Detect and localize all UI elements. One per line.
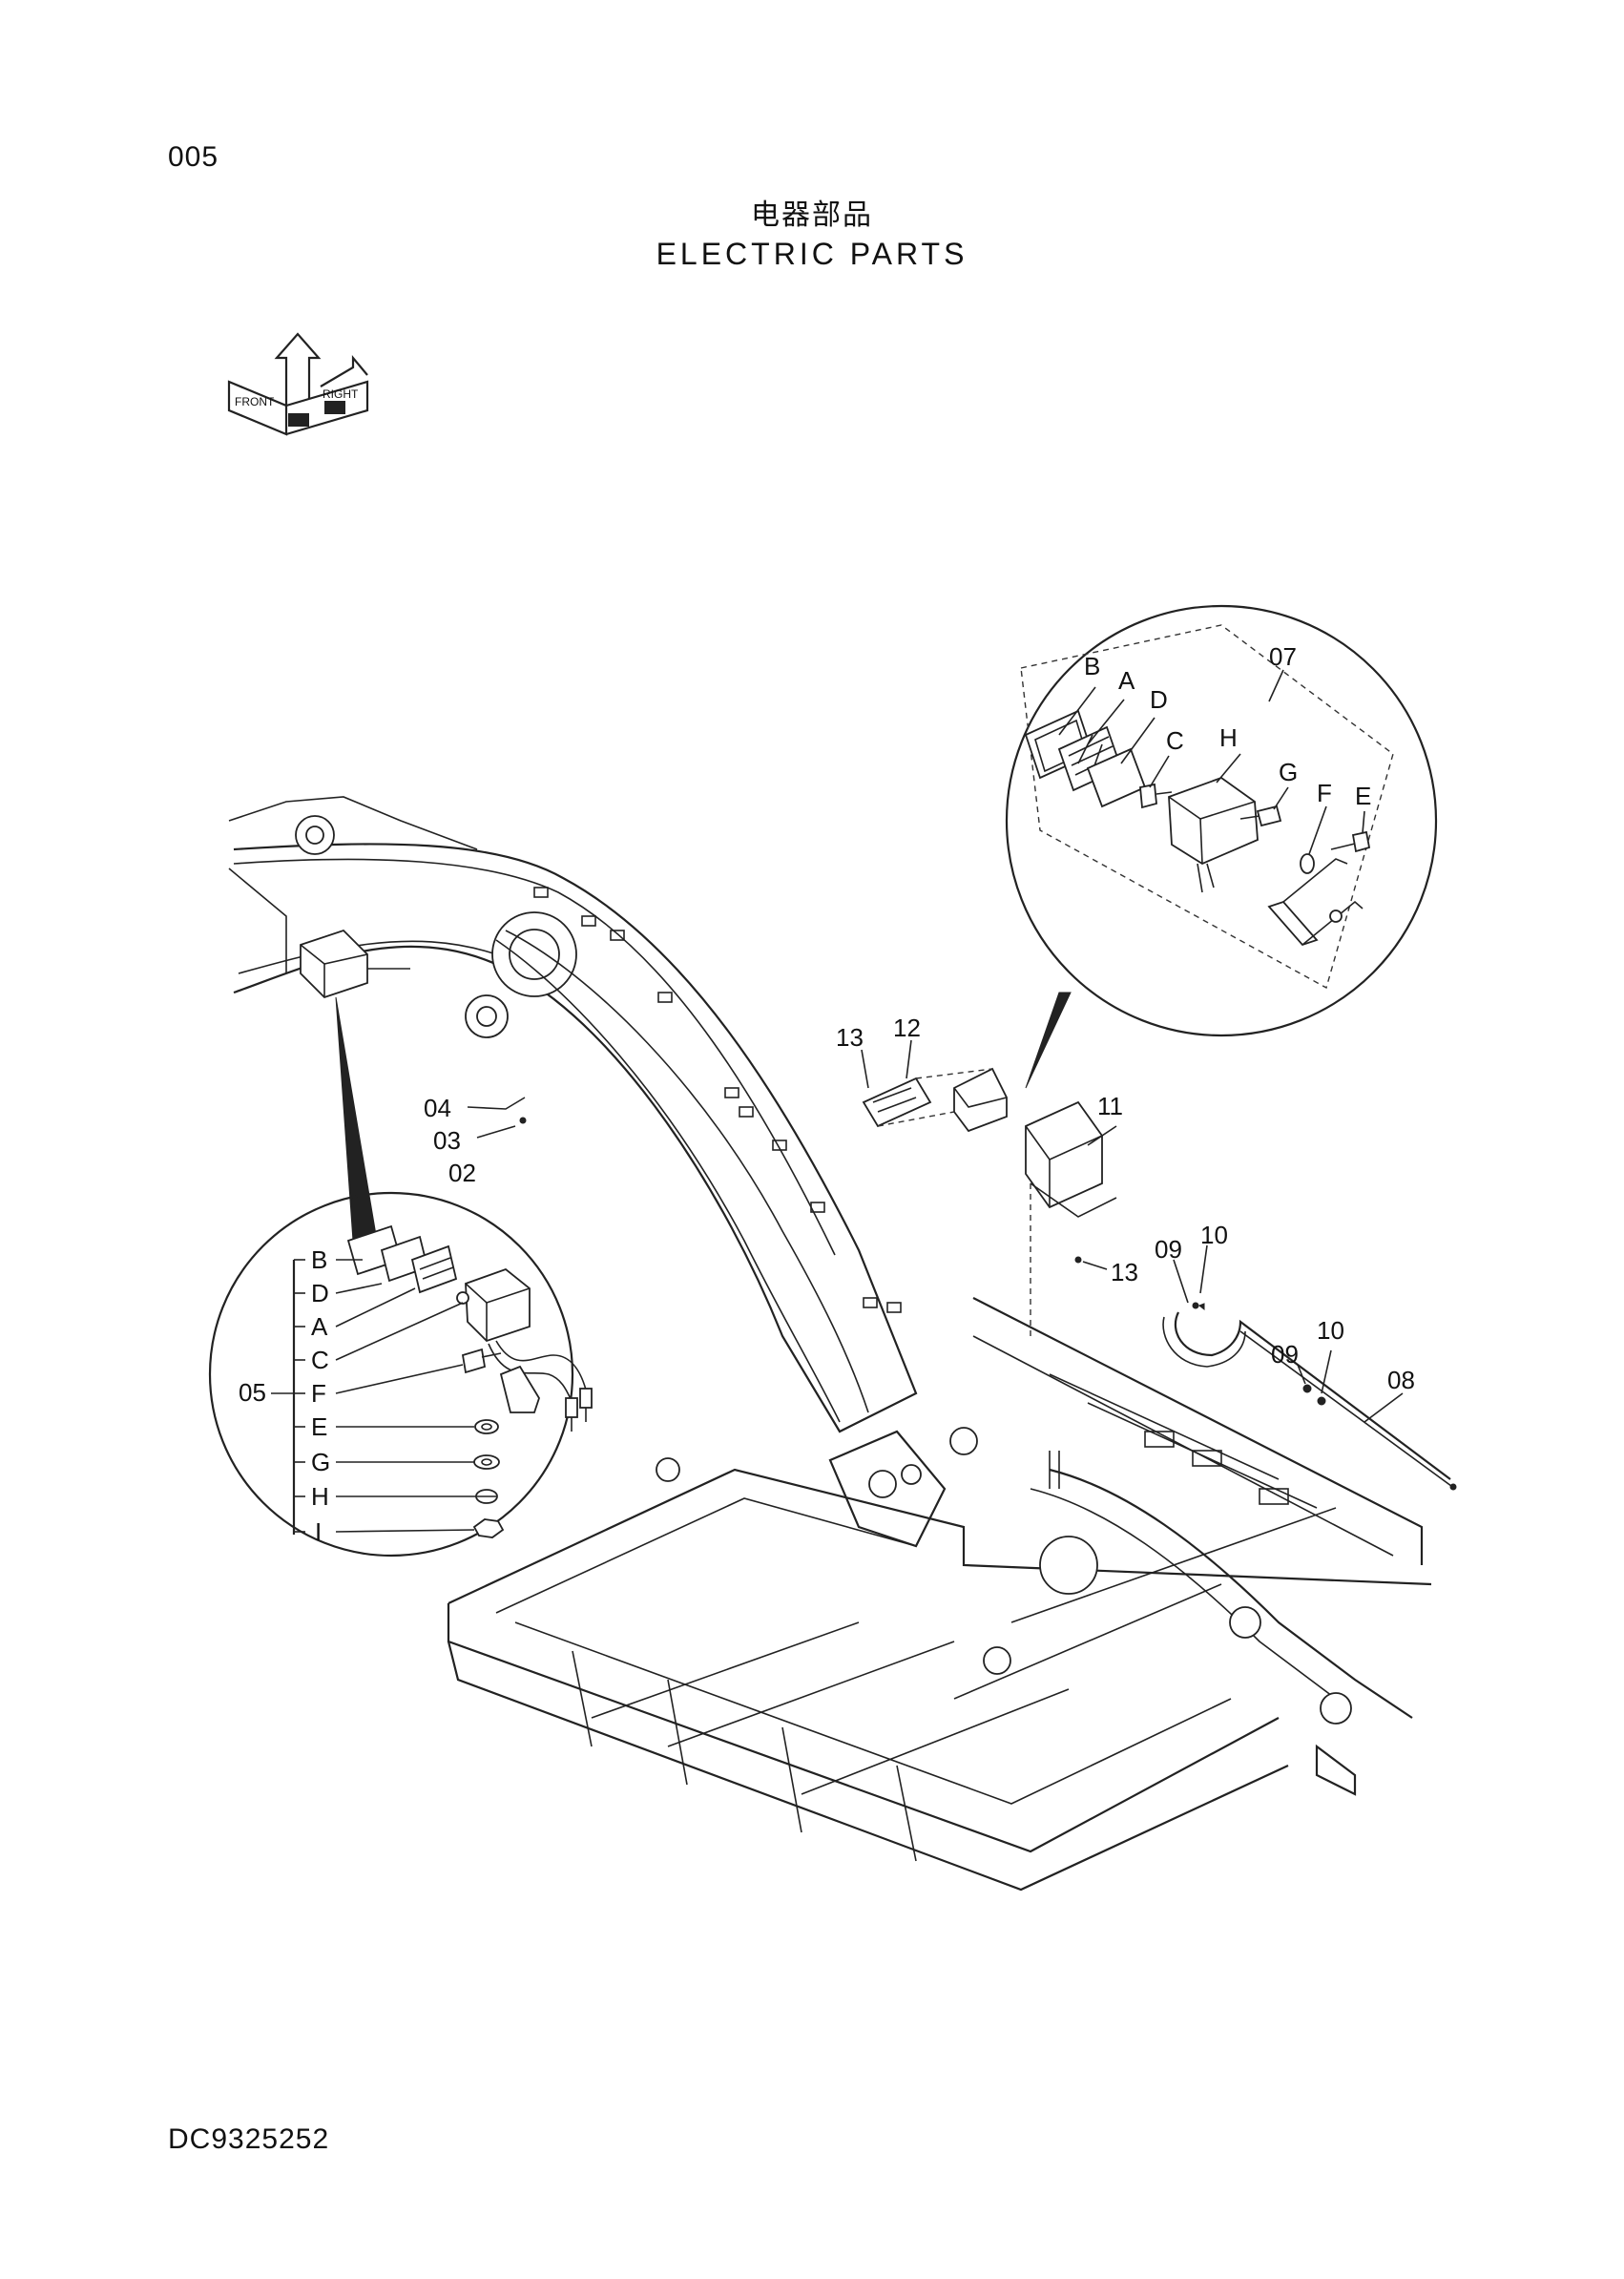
- detail-07-label-d: D: [1150, 685, 1168, 714]
- detail-07-label-f: F: [1317, 779, 1332, 807]
- boom-work-light: [300, 929, 410, 1242]
- callout-11: 11: [1097, 1092, 1123, 1120]
- main-leaders: [467, 1039, 1404, 1423]
- page-title: ELECTRIC PARTS: [656, 237, 968, 271]
- detail-05-label-g: G: [311, 1448, 330, 1476]
- detail-07-label-g: G: [1279, 758, 1298, 786]
- detail-05-label-f: F: [311, 1379, 326, 1408]
- detail-05-label-b: B: [311, 1245, 327, 1274]
- detail-07-label-b: B: [1084, 652, 1100, 680]
- detail-07-label-h: H: [1219, 723, 1238, 752]
- callout-09-left: 09: [1155, 1235, 1182, 1264]
- callout-08: 08: [1387, 1366, 1415, 1394]
- page-number: 005: [168, 141, 219, 173]
- orientation-arrows-icon: FRONT RIGHT: [227, 332, 369, 436]
- detail-07-label-c: C: [1166, 726, 1184, 755]
- cab-light-assembly: [862, 992, 1117, 1336]
- callout-04: 04: [424, 1094, 451, 1122]
- callout-13-top: 13: [836, 1023, 864, 1052]
- callout-13-bottom: 13: [1111, 1258, 1138, 1286]
- detail-05-label-a: A: [311, 1312, 328, 1341]
- callout-02: 02: [448, 1159, 476, 1187]
- callout-12: 12: [893, 1014, 921, 1042]
- detail-05-label-c: C: [311, 1346, 329, 1374]
- callout-09-right: 09: [1271, 1340, 1299, 1369]
- detail-05-label-e: E: [311, 1412, 327, 1441]
- callout-07: 07: [1269, 642, 1297, 671]
- boom-assembly: [228, 796, 947, 1548]
- callout-03: 03: [433, 1126, 461, 1155]
- detail-07-label-e: E: [1355, 782, 1371, 810]
- detail-05-label-d: D: [311, 1279, 329, 1307]
- orientation-front-label: FRONT: [235, 395, 275, 408]
- upper-frame: [447, 1297, 1432, 1892]
- page-title-chinese: 电器部品: [751, 199, 873, 232]
- harness-08: [1162, 1302, 1457, 1491]
- orientation-right-label: RIGHT: [323, 387, 359, 401]
- detail-05-label-i: I: [315, 1517, 322, 1546]
- detail-07: [1005, 604, 1438, 1037]
- document-code: DC9325252: [168, 2123, 330, 2155]
- detail-07-label-a: A: [1118, 666, 1135, 695]
- detail-05-label-h: H: [311, 1482, 329, 1511]
- callout-05: 05: [239, 1378, 266, 1407]
- callout-10-left: 10: [1200, 1221, 1228, 1249]
- callout-10-right: 10: [1317, 1316, 1344, 1345]
- detail-05: [208, 1191, 593, 1558]
